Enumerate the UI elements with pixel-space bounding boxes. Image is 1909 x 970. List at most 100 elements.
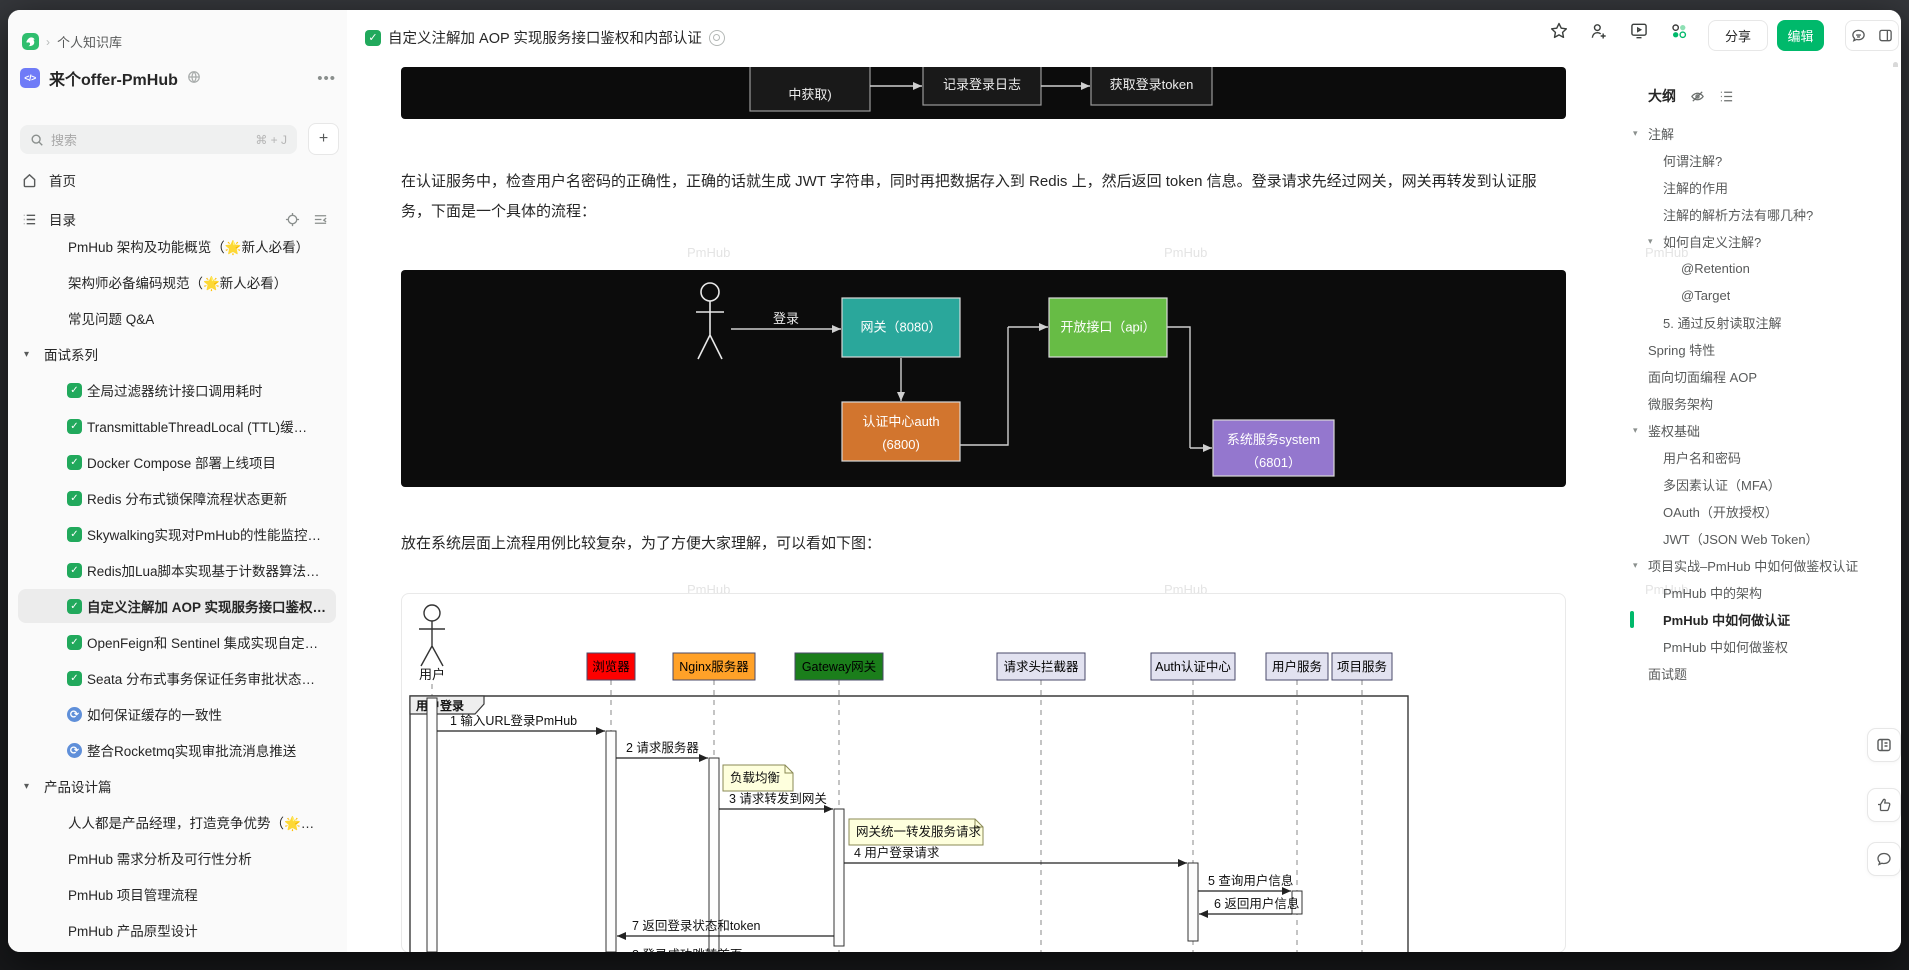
outline-item[interactable]: ▾ 注解	[1630, 120, 1898, 147]
sidebar-item-home[interactable]: 首页	[8, 165, 347, 195]
outline-item[interactable]: ▾鉴权基础	[1630, 417, 1898, 444]
svg-text:5 查询用户信息: 5 查询用户信息	[1208, 873, 1293, 888]
outline-item[interactable]: 面试题	[1630, 660, 1898, 687]
collapse-list-icon[interactable]	[313, 212, 328, 227]
presentation-icon[interactable]	[1629, 21, 1649, 41]
sidebar-doc-item[interactable]: ✓Skywalking实现对PmHub的性能监控…	[8, 519, 347, 549]
comment-icon[interactable]	[1851, 28, 1866, 43]
check-badge-icon: ✓	[67, 670, 82, 686]
outline-item[interactable]: 5. 通过反射读取注解	[1630, 309, 1898, 336]
sidebar-doc-item[interactable]: ✓Seata 分布式事务保证任务审批状态…	[8, 663, 347, 693]
chevron-down-icon[interactable]: ▾	[1633, 425, 1638, 435]
svg-text:1 输入URL登录PmHub: 1 输入URL登录PmHub	[450, 713, 577, 728]
pmhub-watermark: PmHub	[1164, 245, 1208, 260]
svg-text:3 请求转发到网关: 3 请求转发到网关	[729, 791, 827, 806]
sidebar-doc-item[interactable]: PmHub 架构及功能概览（🌟新人必看）	[8, 231, 347, 261]
outline-item[interactable]: @Target	[1630, 282, 1898, 309]
sidebar-doc-item[interactable]: 架构师必备编码规范（🌟新人必看）	[8, 267, 347, 297]
share-button-label: 分享	[1724, 29, 1751, 44]
outline-item[interactable]: 注解的作用	[1630, 174, 1898, 201]
svg-text:用户登录: 用户登录	[415, 698, 464, 713]
sidebar-doc-item[interactable]: ✓Redis 分布式锁保障流程状态更新	[8, 483, 347, 513]
locate-icon[interactable]	[285, 212, 300, 227]
comment-panel-buttons[interactable]	[1845, 20, 1899, 51]
search-shortcut: ⌘ + J	[255, 132, 287, 147]
outline-item[interactable]: 用户名和密码	[1630, 444, 1898, 471]
sidebar-doc-item[interactable]: ✓Docker Compose 部署上线项目	[8, 447, 347, 477]
sidebar-doc-item[interactable]: ✓Redis加Lua脚本实现基于计数器算法…	[8, 555, 347, 585]
home-icon	[23, 173, 36, 187]
breadcrumb-space[interactable]: 个人知识库	[57, 35, 123, 50]
svg-text:开放接口（api）: 开放接口（api）	[1060, 320, 1155, 335]
outline-item-label: 注解	[1648, 127, 1675, 142]
outline-item[interactable]: ▾ 如何自定义注解?	[1630, 228, 1898, 255]
svg-text:网关（8080）: 网关（8080）	[861, 320, 942, 335]
outline-item[interactable]: 多因素认证（MFA）	[1630, 471, 1898, 498]
outline-item[interactable]: 微服务架构	[1630, 390, 1898, 417]
sidebar-doc-item[interactable]: ✓自定义注解加 AOP 实现服务接口鉴权…	[8, 589, 347, 623]
outline-item[interactable]: PmHub 中的架构	[1630, 579, 1898, 606]
outline-toggle-button[interactable]	[1867, 728, 1901, 762]
sidebar-doc-item[interactable]: ✓全局过滤器统计接口调用耗时	[8, 375, 347, 405]
outline-item[interactable]: 面向切面编程 AOP	[1630, 363, 1898, 390]
sidebar-doc-item[interactable]: PmHub 产品原型设计	[8, 915, 347, 945]
apps-grid-icon[interactable]	[1669, 21, 1689, 41]
eye-off-icon[interactable]	[1690, 89, 1705, 104]
outline-item[interactable]: ▾项目实战–PmHub 中如何做鉴权认证	[1630, 552, 1898, 579]
edit-button[interactable]: 编辑	[1777, 20, 1824, 51]
add-collaborator-icon[interactable]	[1589, 21, 1609, 41]
chevron-down-icon[interactable]: ▾	[1633, 128, 1638, 138]
outline-item[interactable]: OAuth（开放授权）	[1630, 498, 1898, 525]
breadcrumb[interactable]: › 个人知识库	[22, 32, 122, 51]
outline-item[interactable]: @Retention	[1630, 255, 1898, 282]
share-button[interactable]: 分享	[1708, 20, 1768, 51]
outline-item-label: 如何自定义注解?	[1663, 235, 1762, 250]
topbar: ✓ 自定义注解加 AOP 实现服务接口鉴权和内部认证 分享 编辑	[347, 10, 1901, 108]
svg-text:中获取): 中获取)	[788, 87, 831, 102]
sidebar-doc-item[interactable]: ⟳整合Rocketmq实现审批流消息推送	[8, 735, 347, 765]
book-title[interactable]: 来个offer-PmHub	[49, 72, 178, 89]
sidebar-doc-item[interactable]: 常见问题 Q&A	[8, 303, 347, 333]
sidebar-section[interactable]: ▾面试系列	[8, 339, 347, 369]
outline-list-icon[interactable]	[1719, 89, 1734, 104]
outline-item-label: 面试题	[1648, 667, 1688, 682]
svg-text:（6801）: （6801）	[1246, 455, 1301, 470]
sidebar-doc-item[interactable]: ✓TransmittableThreadLocal (TTL)缓…	[8, 411, 347, 441]
tree-item-label: 常见问题 Q&A	[68, 312, 155, 327]
outline-item[interactable]: 何谓注解?	[1630, 147, 1898, 174]
search-input[interactable]: 搜索 ⌘ + J	[20, 125, 297, 154]
outline-item-label: PmHub 中的架构	[1663, 586, 1762, 601]
panel-toggle-icon[interactable]	[1878, 28, 1893, 43]
star-icon[interactable]	[1549, 21, 1569, 41]
chevron-down-icon[interactable]: ▾	[1633, 560, 1638, 570]
outline-item[interactable]: PmHub 中如何做鉴权	[1630, 633, 1898, 660]
chevron-down-icon[interactable]: ▾	[1648, 236, 1653, 246]
svg-text:Gateway网关: Gateway网关	[802, 660, 876, 674]
sidebar-item-toc[interactable]: 目录	[8, 204, 347, 234]
svg-text:2 请求服务器: 2 请求服务器	[626, 740, 699, 755]
book-more-button[interactable]: •••	[317, 69, 336, 87]
svg-text:(6800): (6800)	[882, 437, 920, 452]
sidebar-doc-item[interactable]: PmHub 需求分析及可行性分析	[8, 843, 347, 873]
chevron-down-icon[interactable]: ▾	[24, 348, 30, 360]
sidebar-section[interactable]: ▾产品设计篇	[8, 771, 347, 801]
like-button[interactable]	[1867, 788, 1901, 822]
check-badge-icon: ✓	[67, 526, 82, 542]
svg-text:用户: 用户	[419, 667, 445, 682]
tree-item-label: TransmittableThreadLocal (TTL)缓…	[87, 420, 308, 435]
comment-button[interactable]	[1867, 842, 1901, 876]
outline-item[interactable]: Spring 特性	[1630, 336, 1898, 363]
sidebar-doc-item[interactable]: 人人都是产品经理，打造竞争优势（🌟…	[8, 807, 347, 837]
outline-item-label: 注解的解析方法有哪几种?	[1663, 208, 1814, 223]
sidebar-doc-item[interactable]: ⟳如何保证缓存的一致性	[8, 699, 347, 729]
add-button[interactable]: +	[308, 123, 339, 155]
sidebar-doc-item[interactable]: PmHub 项目管理流程	[8, 879, 347, 909]
flow-diagram-top-image: 中获取)记录登录日志获取登录token	[401, 67, 1566, 119]
outline-item[interactable]: JWT（JSON Web Token）	[1630, 525, 1898, 552]
tree-item-label: Redis加Lua脚本实现基于计数器算法…	[87, 564, 320, 579]
tree-item-label: 人人都是产品经理，打造竞争优势（🌟…	[68, 816, 315, 831]
sidebar-doc-item[interactable]: ✓OpenFeign和 Sentinel 集成实现自定…	[8, 627, 347, 657]
chevron-down-icon[interactable]: ▾	[24, 780, 30, 792]
outline-item[interactable]: PmHub 中如何做认证	[1630, 606, 1898, 633]
outline-item[interactable]: 注解的解析方法有哪几种?	[1630, 201, 1898, 228]
